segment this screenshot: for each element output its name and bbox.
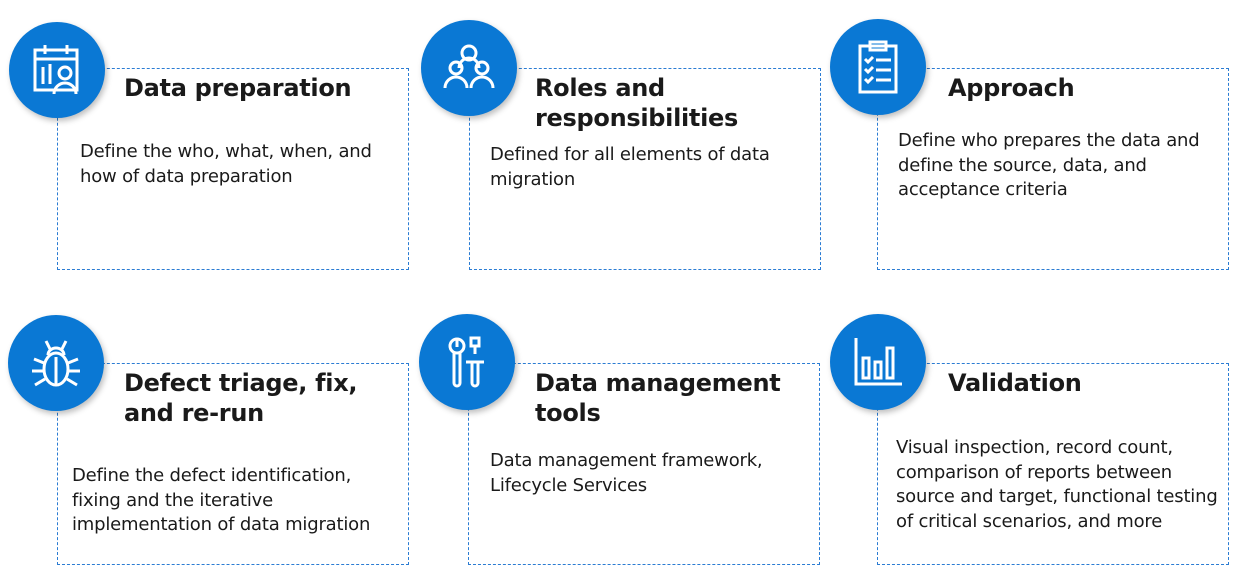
card-title: Approach xyxy=(948,74,1075,102)
card-border xyxy=(57,68,409,270)
people-group-icon xyxy=(421,20,517,116)
card-description: Defined for all elements of data migrati… xyxy=(490,144,770,190)
card-border xyxy=(468,363,820,565)
card-border xyxy=(877,68,1229,270)
bug-icon xyxy=(8,315,104,411)
card-title: Validation xyxy=(948,369,1082,397)
card-description: Data management framework, Lifecycle Ser… xyxy=(490,450,763,496)
card-description: Visual inspection, record count, compari… xyxy=(896,437,1218,532)
tools-icon xyxy=(419,314,515,410)
calendar-person-icon xyxy=(9,22,105,118)
bar-chart-icon xyxy=(830,314,926,410)
card-border xyxy=(469,68,821,270)
card-title: Data preparation xyxy=(124,74,352,102)
card-border xyxy=(877,363,1229,565)
card-border xyxy=(57,363,409,565)
card-description: Define the defect identification, fixing… xyxy=(72,465,371,535)
card-title: Defect triage, fix, and re-run xyxy=(124,369,358,427)
clipboard-checklist-icon xyxy=(830,19,926,115)
card-description: Define the who, what, when, and how of d… xyxy=(80,141,372,187)
card-title: Roles and responsibilities xyxy=(535,74,738,132)
card-title: Data management tools xyxy=(535,369,781,427)
card-description: Define who prepares the data and define … xyxy=(898,130,1200,200)
